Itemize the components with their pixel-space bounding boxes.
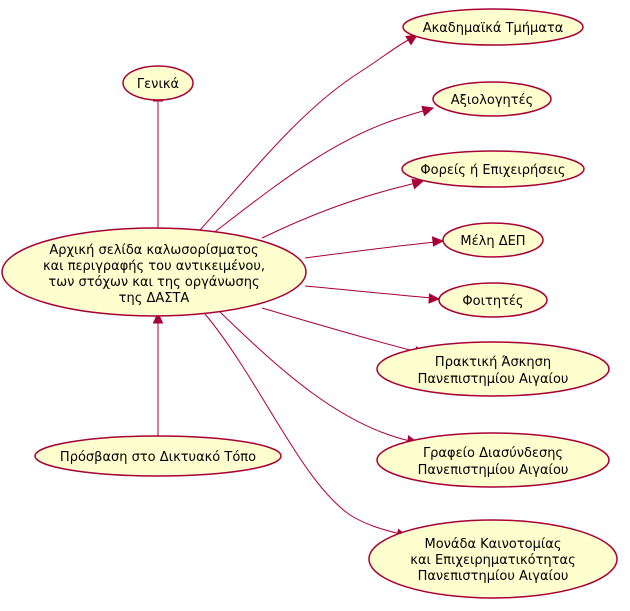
node-label: Πρόσβαση στο Δικτυακό Τόπο — [60, 450, 256, 465]
node-archiki-selida[interactable]: Αρχική σελίδα καλωσορίσματος και περιγρα… — [1, 227, 307, 317]
node-label: της ΔΑΣΤΑ — [119, 291, 190, 306]
node-label: Πανεπιστημίου Αιγαίου — [418, 463, 569, 478]
edge-archiki-to-monada — [204, 313, 409, 540]
node-label: Αρχική σελίδα καλωσορίσματος — [49, 243, 258, 258]
node-label: Πανεπιστημίου Αιγαίου — [418, 569, 569, 584]
node-grafeio-diasyndesis[interactable]: Γραφείο Διασύνδεσης Πανεπιστημίου Αιγαίο… — [376, 432, 610, 488]
node-monada-kainotomias[interactable]: Μονάδα Καινοτομίας και Επιχειρηματικότητ… — [368, 519, 618, 599]
node-foreis-epixeiriseis[interactable]: Φορείς ή Επιχειρήσεις — [401, 150, 585, 188]
edge-archiki-to-meli — [304, 236, 445, 259]
node-akadimaika-tmimata[interactable]: Ακαδημαϊκά Τμήματα — [402, 8, 584, 46]
node-label: Γενικά — [137, 77, 179, 92]
edge-prosvasi-to-archiki — [152, 311, 164, 436]
node-label: Πανεπιστημίου Αιγαίου — [418, 372, 569, 387]
node-label: Μέλη ΔΕΠ — [460, 234, 525, 249]
edge-archiki-to-foreis — [261, 178, 425, 239]
node-praktiki-askisi[interactable]: Πρακτική Άσκηση Πανεπιστημίου Αιγαίου — [376, 341, 610, 397]
node-genika[interactable]: Γενικά — [122, 65, 194, 101]
node-label: και Επιχειρηματικότητας — [410, 553, 575, 568]
node-label: Φορείς ή Επιχειρήσεις — [420, 163, 565, 178]
node-label: και περιγραφής του αντικειμένου, — [43, 259, 265, 274]
edge-archiki-to-axiologites — [211, 105, 435, 235]
edge-archiki-to-akadimaika — [199, 34, 418, 231]
node-meli-dep[interactable]: Μέλη ΔΕΠ — [442, 222, 544, 258]
node-label: των στόχων και της οργάνωσης — [48, 275, 259, 290]
node-axiologites[interactable]: Αξιολογητές — [432, 81, 552, 117]
node-foitites[interactable]: Φοιτητές — [438, 282, 548, 318]
edge-archiki-to-foitites — [304, 285, 441, 304]
edge-archiki-to-praktiki — [261, 307, 427, 357]
node-prosvasi[interactable]: Πρόσβαση στο Δικτυακό Τόπο — [34, 435, 282, 477]
node-label: Ακαδημαϊκά Τμήματα — [423, 21, 564, 36]
node-label: Γραφείο Διασύνδεσης — [423, 446, 563, 461]
node-label: Πρακτική Άσκηση — [435, 355, 551, 370]
node-label: Αξιολογητές — [451, 93, 534, 108]
node-label: Μονάδα Καινοτομίας — [424, 537, 561, 552]
edge-archiki-to-genika — [152, 89, 164, 230]
node-label: Φοιτητές — [462, 294, 523, 309]
